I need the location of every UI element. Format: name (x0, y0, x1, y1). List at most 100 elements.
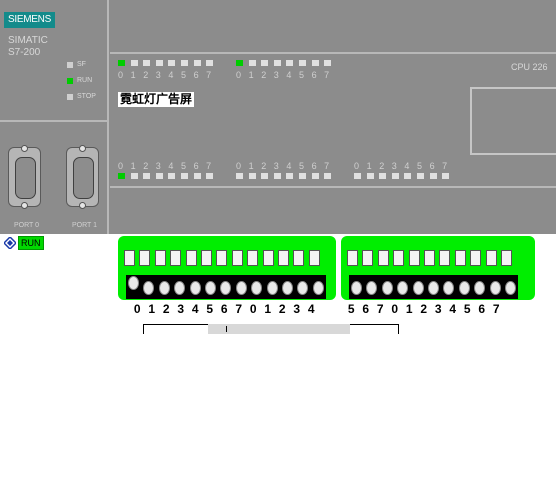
io-digit: 5 (416, 161, 422, 171)
io-digit: 0 (118, 161, 124, 171)
input-toggle-switch[interactable] (364, 275, 379, 299)
switch-row (126, 275, 327, 299)
switch-label: 4 (449, 302, 457, 316)
led-bar (118, 173, 219, 179)
input-toggle-switch[interactable] (441, 275, 456, 299)
io-led (442, 173, 450, 179)
terminal-tooth (277, 250, 289, 266)
switch-label: 1 (264, 302, 272, 316)
status-led-label: SF (77, 61, 86, 68)
io-digit: 0 (236, 70, 242, 80)
terminal-tooth (423, 250, 435, 266)
io-digit: 5 (298, 70, 304, 80)
io-led (168, 173, 176, 179)
series-label: SIMATIC (8, 35, 48, 46)
terminal-tooth (170, 250, 182, 266)
input-toggle-switch[interactable] (488, 275, 503, 299)
io-digit: 3 (155, 161, 161, 171)
io-led (168, 60, 176, 66)
io-led (273, 60, 281, 66)
switch-row (349, 275, 519, 299)
io-led (429, 173, 437, 179)
switch-label: 1 (148, 302, 156, 316)
switch-label: 4 (191, 302, 199, 316)
io-digit: 7 (206, 161, 212, 171)
io-led (311, 60, 319, 66)
model-label: S7-200 (8, 47, 41, 58)
switch-label: 7 (492, 302, 500, 316)
siemens-logo: SIEMENS (4, 12, 55, 28)
io-digit: 0 (354, 161, 360, 171)
switch-label: 0 (249, 302, 257, 316)
switch-label: 6 (478, 302, 486, 316)
io-led (354, 173, 361, 179)
input-toggle-switch[interactable] (157, 275, 172, 299)
io-digit: 4 (404, 161, 410, 171)
switch-label: 0 (391, 302, 399, 316)
switch-label: 3 (293, 302, 301, 316)
terminal-tooth (262, 250, 274, 266)
plc-module: SIEMENS SIMATIC S7-200 SF RUN STOP PORT … (0, 0, 556, 234)
io-digit: 6 (193, 70, 199, 80)
terminal-tooth (485, 250, 497, 266)
input-toggle-switch[interactable] (265, 275, 280, 299)
switch-label: 2 (162, 302, 170, 316)
input-toggle-switch[interactable] (172, 275, 187, 299)
input-toggle-switch[interactable] (295, 275, 310, 299)
input-toggle-switch[interactable] (280, 275, 295, 299)
switch-label: 7 (376, 302, 384, 316)
io-digit: 3 (273, 161, 279, 171)
input-toggle-switch[interactable] (426, 275, 441, 299)
input-toggle-switch[interactable] (457, 275, 472, 299)
switch-label: 0 (133, 302, 141, 316)
input-toggle-switch[interactable] (203, 275, 218, 299)
input-toggle-switch[interactable] (472, 275, 487, 299)
io-digit: 4 (286, 161, 292, 171)
screw-icon (21, 202, 28, 209)
io-led (236, 60, 243, 66)
input-toggle-switch[interactable] (141, 275, 156, 299)
terminal-tooth (308, 250, 320, 266)
screw-icon (21, 145, 28, 152)
io-led (391, 173, 399, 179)
status-led-sf: SF (67, 60, 86, 69)
input-toggle-switch[interactable] (188, 275, 203, 299)
port-0-connector[interactable] (8, 145, 41, 209)
input-toggle-switch[interactable] (249, 275, 264, 299)
io-led (324, 173, 332, 179)
input-toggle-switch[interactable] (349, 275, 364, 299)
input-toggle-switch[interactable] (234, 275, 249, 299)
io-digit: 7 (442, 161, 448, 171)
cartridge-cover (470, 87, 556, 155)
io-led (143, 60, 151, 66)
io-digit: 1 (248, 161, 254, 171)
led-bar (236, 173, 337, 179)
input-toggle-switch[interactable] (503, 275, 518, 299)
screw-icon (79, 202, 86, 209)
io-digit: 1 (248, 70, 254, 80)
input-toggle-switch[interactable] (395, 275, 410, 299)
io-led (155, 60, 163, 66)
run-status-badge: RUN (18, 236, 44, 250)
terminal-tooth (231, 250, 243, 266)
io-led (298, 60, 306, 66)
port-1-connector[interactable] (66, 145, 99, 209)
switch-label: 1 (405, 302, 413, 316)
input-toggle-switch[interactable] (218, 275, 233, 299)
io-led (193, 173, 201, 179)
input-toggle-switch[interactable] (311, 275, 326, 299)
io-digit: 5 (180, 70, 186, 80)
io-digit: 6 (193, 161, 199, 171)
input-toggle-switch[interactable] (380, 275, 395, 299)
io-led (130, 60, 138, 66)
switch-label: 2 (278, 302, 286, 316)
input-switch-block-left (118, 236, 336, 300)
io-led (404, 173, 412, 179)
input-toggle-switch[interactable] (411, 275, 426, 299)
terminal-tooth (377, 250, 389, 266)
input-toggle-switch[interactable] (126, 275, 141, 299)
